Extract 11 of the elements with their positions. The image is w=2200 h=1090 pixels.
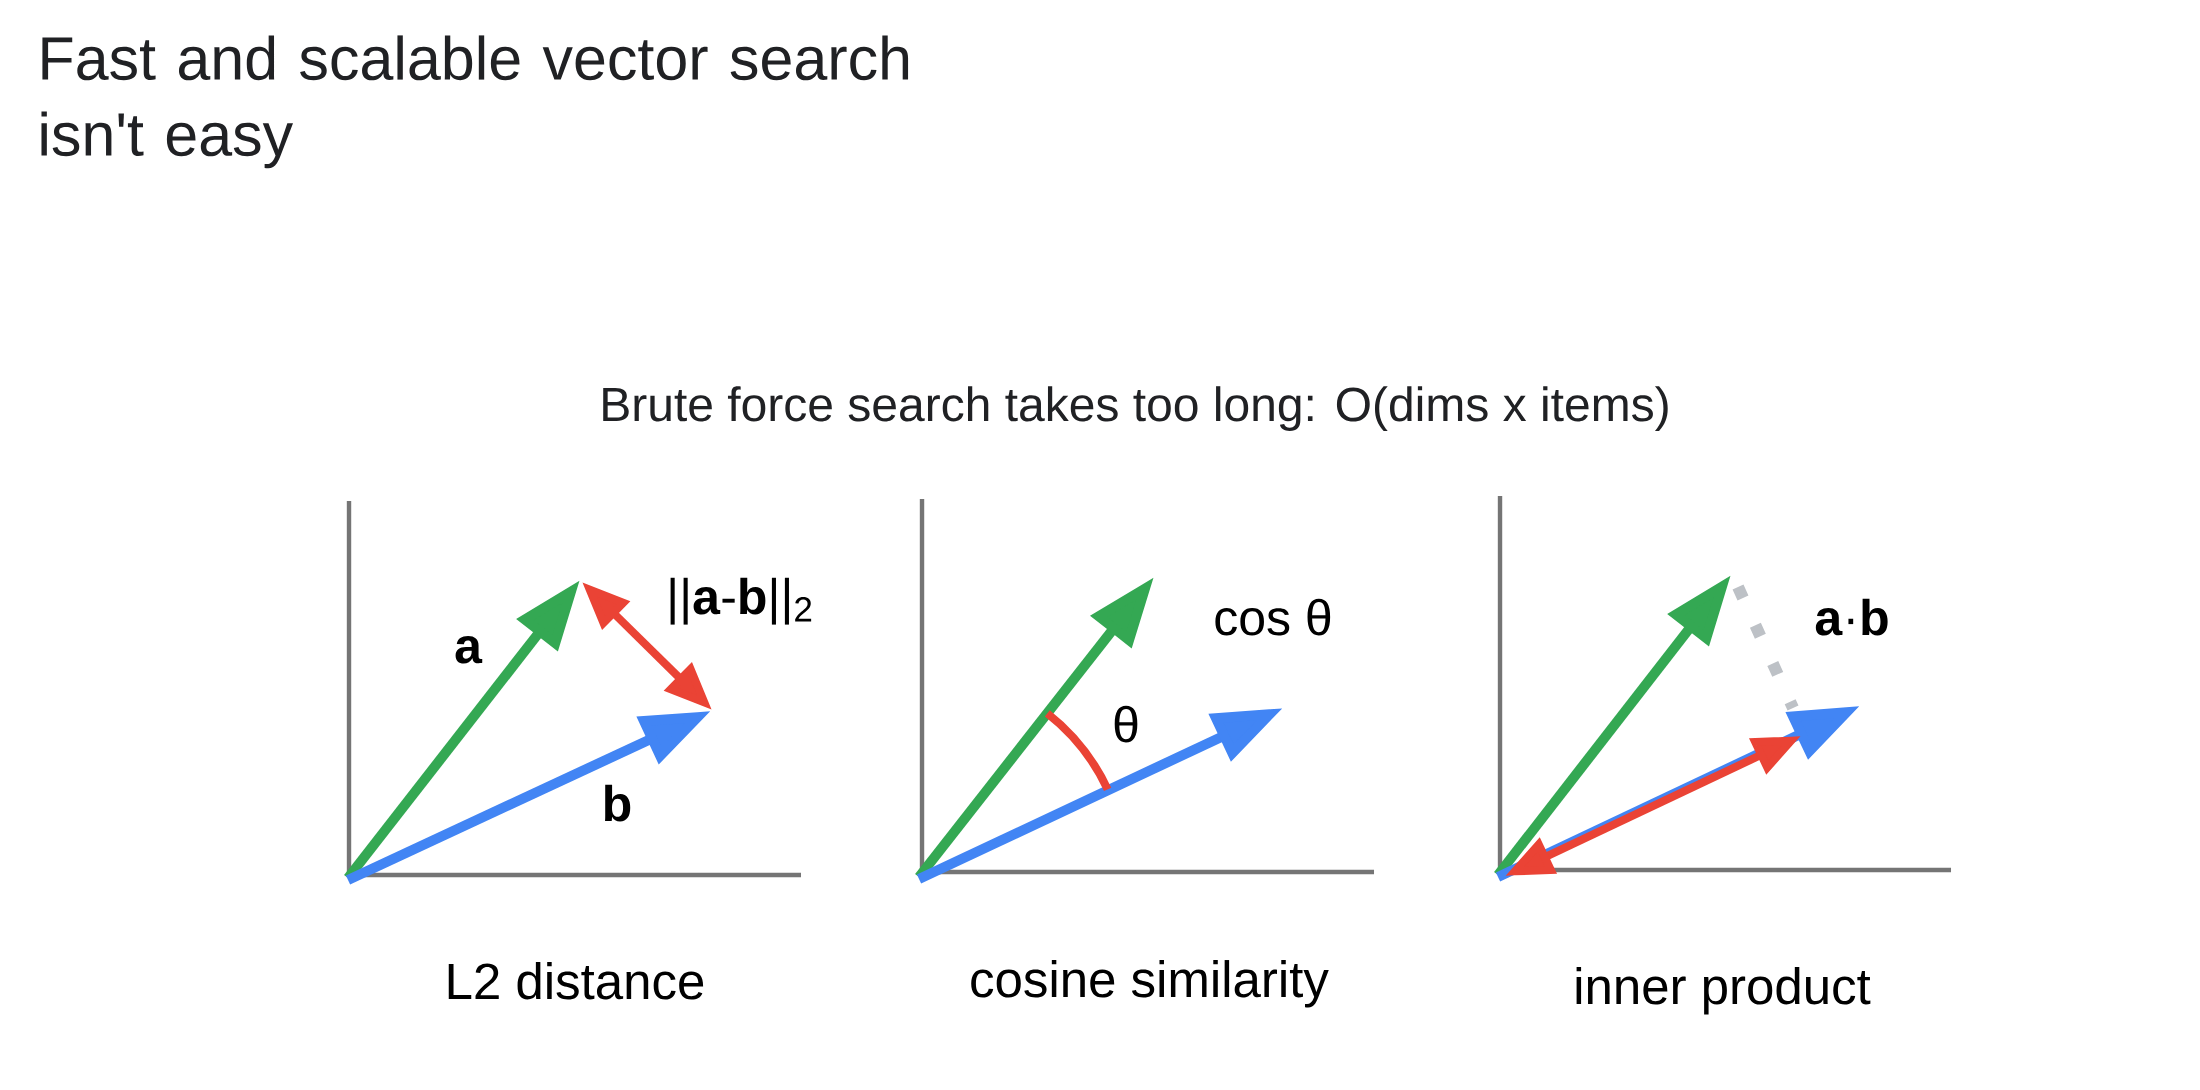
vector-label: a — [455, 636, 483, 664]
panel-caption: cosine similarity — [971, 960, 1329, 1008]
math-label: ||a-b||$_{2}$ — [670, 577, 812, 625]
panel-caption: L2 distance — [448, 962, 704, 1000]
math-label: a·b — [1815, 598, 1888, 636]
subtitle: Brute force search takes too long: O(dims x items) — [603, 386, 1668, 431]
panel-caption: inner product — [1576, 967, 1871, 1015]
angle-label: θ — [1114, 705, 1138, 743]
vector-label: b — [605, 784, 631, 822]
math-label: cos θ — [1215, 598, 1331, 636]
heading: Fast and scalable vector search isn't easy — [41, 35, 909, 169]
